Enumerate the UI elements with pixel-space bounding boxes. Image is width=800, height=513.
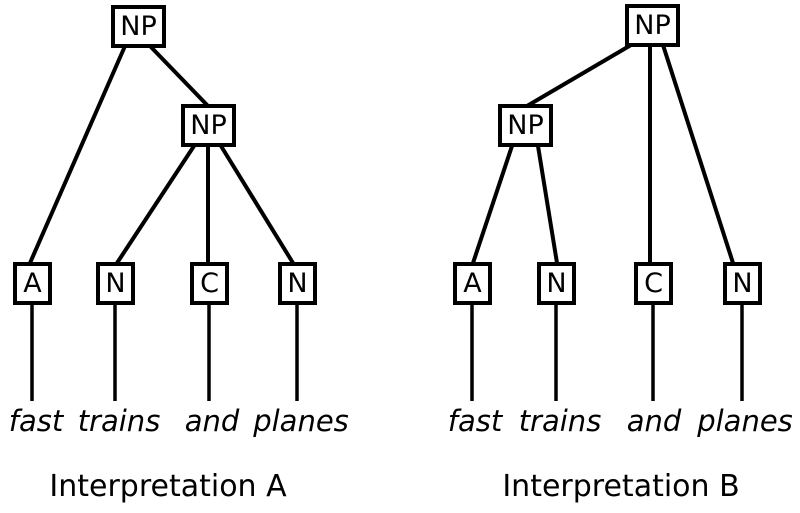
tree-a-edges: [28, 44, 295, 265]
tree-b-word-planes: planes: [697, 404, 793, 438]
edge-b-root-to-n2: [661, 44, 735, 264]
tree-b-leaf-noun-2: N: [723, 262, 762, 305]
tree-a-stems: [30, 304, 299, 401]
tree-a-leaf-conjunction: C: [190, 262, 229, 305]
tree-a-root-node: NP: [111, 5, 166, 48]
tree-b-word-and: and: [626, 404, 682, 438]
tree-a-word-fast: fast: [8, 404, 64, 438]
edge-a-inner-to-n2: [219, 144, 295, 265]
edge-a-root-to-a-leaf: [28, 45, 127, 264]
tree-b-caption: Interpretation B: [502, 469, 740, 504]
edge-b-inner-to-a: [471, 145, 514, 264]
edge-b-inner-to-n1: [536, 145, 559, 264]
tree-a-leaf-noun-1: N: [96, 262, 135, 305]
edge-b-root-to-inner-np: [525, 43, 633, 108]
tree-b-edges: [471, 43, 735, 264]
tree-a-word-trains: trains: [77, 404, 161, 438]
tree-b-word-fast: fast: [447, 404, 503, 438]
tree-b-root-node: NP: [625, 4, 680, 47]
tree-b-leaf-noun-1: N: [537, 262, 576, 305]
edge-a-inner-to-n1: [115, 144, 196, 265]
tree-b-stems: [470, 304, 744, 401]
tree-b-word-trains: trains: [518, 404, 602, 438]
tree-a-word-and: and: [184, 404, 240, 438]
tree-b-inner-np-node: NP: [498, 104, 553, 147]
edge-a-root-to-inner-np: [148, 44, 210, 108]
tree-a-word-planes: planes: [253, 404, 349, 438]
tree-a-caption: Interpretation A: [49, 469, 287, 504]
tree-b-leaf-adjective: A: [453, 262, 492, 305]
tree-a-inner-np-node: NP: [181, 104, 236, 147]
tree-b-leaf-conjunction: C: [634, 262, 673, 305]
tree-a-leaf-noun-2: N: [278, 262, 317, 305]
tree-a-leaf-adjective: A: [13, 262, 52, 305]
